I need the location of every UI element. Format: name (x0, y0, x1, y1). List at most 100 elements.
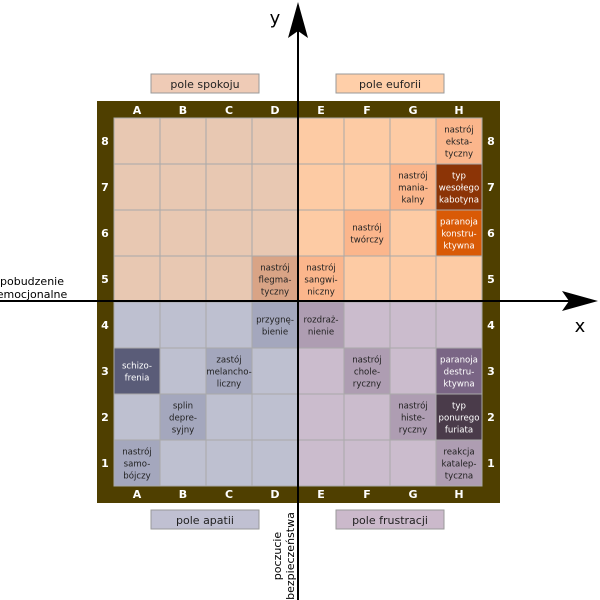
row-label-right-7: 7 (487, 181, 495, 194)
column-label-top-G: G (408, 104, 417, 117)
board-cell-C8 (205, 117, 253, 165)
row-label-left-2: 2 (101, 411, 109, 424)
state-label-line: nastrój (398, 171, 428, 182)
state-label-line: eksta- (446, 138, 472, 148)
state-label-line: bójczy (123, 471, 150, 482)
row-label-right-6: 6 (487, 227, 495, 240)
column-label-top-A: A (133, 104, 142, 117)
column-label-top-D: D (270, 104, 279, 117)
state-label-line: nastrój (260, 263, 290, 274)
state-label-line: reakcja (443, 448, 474, 458)
board-cell-A6 (113, 209, 161, 257)
board-cell-A8 (113, 117, 161, 165)
row-label-left-1: 1 (101, 457, 109, 470)
state-cell-D4 (251, 301, 299, 349)
state-label-line: paranoja (440, 356, 478, 366)
state-cell-H1 (435, 439, 483, 487)
column-label-top-B: B (179, 104, 187, 117)
column-label-bottom-F: F (363, 488, 371, 501)
board-cell-E7 (297, 163, 345, 211)
state-label-line: schizo- (122, 362, 152, 372)
board-cell-F1 (343, 439, 391, 487)
board-cell-H5 (435, 255, 483, 303)
apathy-field-label: pole apatii (176, 514, 234, 527)
state-label-line: rozdraż- (304, 316, 339, 326)
column-label-top-E: E (317, 104, 325, 117)
x-axis-title-line-1: pobudzenie (0, 275, 64, 288)
state-label-line: mania- (398, 184, 428, 194)
state-cell-H3 (435, 347, 483, 395)
board-cell-F5 (343, 255, 391, 303)
state-cell-C3 (205, 347, 253, 395)
board-cell-D2 (251, 393, 299, 441)
board-cell-B1 (159, 439, 207, 487)
state-label-line: nastrój (398, 401, 428, 412)
state-cell-F6 (343, 209, 391, 257)
state-label-line: typ (452, 172, 466, 182)
board-cell-D7 (251, 163, 299, 211)
column-label-top-H: H (454, 104, 463, 117)
state-label-line: kalny (401, 196, 424, 206)
state-label-line: liczny (217, 380, 242, 390)
state-label-line: paranoja (440, 218, 478, 228)
board-cell-B3 (159, 347, 207, 395)
state-label-line: frenia (125, 374, 150, 384)
board-cell-B6 (159, 209, 207, 257)
state-cell-B2 (159, 393, 207, 441)
row-label-left-6: 6 (101, 227, 109, 240)
state-label-line: histe- (401, 414, 425, 424)
row-label-right-1: 1 (487, 457, 495, 470)
board-cell-E2 (297, 393, 345, 441)
column-label-bottom-B: B (179, 488, 187, 501)
frustration-field-label-box (335, 509, 445, 530)
state-label-line: depre- (169, 414, 197, 424)
column-label-bottom-G: G (408, 488, 417, 501)
board-cell-C1 (205, 439, 253, 487)
column-label-bottom-H: H (454, 488, 463, 501)
board-cell-A2 (113, 393, 161, 441)
state-label-line: tyczny (261, 288, 289, 298)
state-label-line: katalep- (442, 460, 477, 470)
state-label-line: kabotyna (439, 196, 479, 206)
column-label-bottom-A: A (133, 488, 142, 501)
state-label-line: flegma- (259, 276, 292, 286)
state-label-line: tyczny (445, 150, 473, 160)
state-label-line: sangwi- (304, 276, 337, 286)
state-cell-E5 (297, 255, 345, 303)
board-cell-G1 (389, 439, 437, 487)
state-label-line: nastrój (444, 125, 474, 136)
board-cell-F7 (343, 163, 391, 211)
board-cell-D6 (251, 209, 299, 257)
state-cell-H7 (435, 163, 483, 211)
state-label-line: nastrój (122, 447, 152, 458)
state-cell-E4 (297, 301, 345, 349)
board-cell-C4 (205, 301, 253, 349)
board-cell-D1 (251, 439, 299, 487)
state-label-line: ryczny (399, 426, 427, 436)
calm-field-label: pole spokoju (170, 78, 239, 91)
state-cell-H6 (435, 209, 483, 257)
state-cell-F3 (343, 347, 391, 395)
board-cell-F2 (343, 393, 391, 441)
row-label-right-8: 8 (487, 135, 495, 148)
board-cell-B5 (159, 255, 207, 303)
board-cell-G3 (389, 347, 437, 395)
board-cell-A7 (113, 163, 161, 211)
x-axis-letter: x (575, 316, 586, 337)
euphoria-field-label-box (335, 73, 445, 94)
column-label-bottom-E: E (317, 488, 325, 501)
state-cell-G7 (389, 163, 437, 211)
board-cell-G6 (389, 209, 437, 257)
row-label-right-3: 3 (487, 365, 495, 378)
apathy-field-label-box (150, 509, 260, 530)
row-label-left-4: 4 (101, 319, 109, 332)
y-axis-title-line-1: poczucie (271, 532, 284, 581)
board-cell-B8 (159, 117, 207, 165)
state-cell-A3 (113, 347, 161, 395)
board-cell-E1 (297, 439, 345, 487)
board-cell-H4 (435, 301, 483, 349)
state-label-line: furiata (445, 426, 473, 436)
state-cell-A1 (113, 439, 161, 487)
